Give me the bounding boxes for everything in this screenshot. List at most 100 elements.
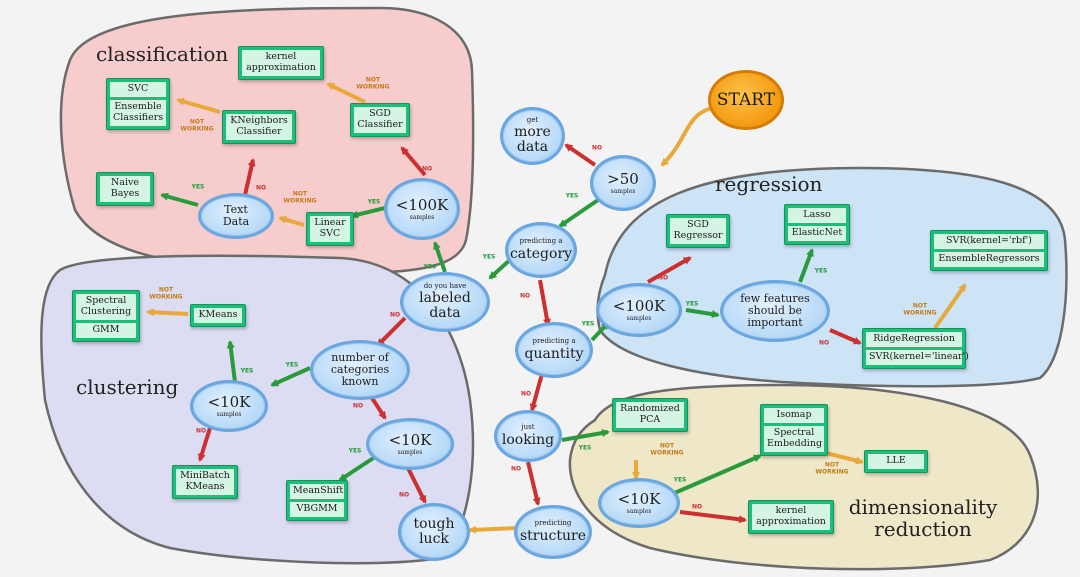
- svr-ensemble-box[interactable]: SVR(kernel='rbf') EnsembleRegressors: [930, 230, 1048, 271]
- minibatch-kmeans-box[interactable]: MiniBatch KMeans: [172, 465, 238, 499]
- cls-lt100k-node: <100K samples: [384, 178, 460, 240]
- quantity-text: quantity: [524, 345, 584, 362]
- predicting-structure-node: predicting structure: [514, 505, 592, 559]
- arrow-category-no-quantity: [538, 279, 551, 327]
- more-data-small: get: [526, 115, 539, 124]
- arrow-clu10kr-yes-meanshift: [338, 453, 380, 482]
- kneighbors-label: KNeighbors Classifier: [226, 114, 292, 140]
- tough-luck-text: tough luck: [413, 515, 455, 547]
- label-dim10k-no: NO: [691, 503, 703, 511]
- cls-lt100k-sub: samples: [409, 214, 435, 221]
- kmeans-box[interactable]: KMeans: [190, 304, 246, 327]
- label-category-no: NO: [519, 292, 531, 300]
- spectral-clustering-label: Spectral Clustering: [76, 294, 136, 320]
- arrow-cls100k-yes-linearsvc: [350, 206, 386, 219]
- label-textdata-yes: YES: [191, 183, 205, 191]
- arrow-start-to-gt50: [660, 106, 713, 167]
- isomap-label: Isomap: [764, 408, 824, 423]
- arrow-linearsvc-nw-textdata: [278, 215, 305, 227]
- kmeans-label: KMeans: [194, 308, 242, 323]
- label-labeled-yes: YES: [423, 263, 437, 271]
- classification-title: classification: [96, 42, 229, 66]
- clu-lt10k-right-node: <10K samples: [366, 418, 454, 470]
- dimred-title: dimensionality reduction: [848, 495, 998, 541]
- looking-text: looking: [501, 431, 555, 448]
- naive-bayes-label: Naive Bayes: [100, 176, 150, 202]
- arrow-structure-to-toughluck: [468, 525, 519, 534]
- lle-box[interactable]: LLE: [864, 450, 928, 473]
- sgd-regressor-label: SGD Regressor: [670, 218, 726, 244]
- linear-svc-label: Linear SVC: [310, 216, 350, 242]
- meanshift-label: MeanShift: [290, 484, 344, 499]
- lasso-elasticnet-box[interactable]: Lasso ElasticNet: [784, 204, 850, 245]
- kernel-approx-dim-box[interactable]: kernel approximation: [748, 500, 834, 534]
- spectral-gmm-box[interactable]: Spectral Clustering GMM: [72, 290, 140, 342]
- text-data-text: Text Data: [222, 203, 250, 228]
- arrow-looking-yes-pca: [561, 429, 610, 442]
- arrow-labeled-no-numcat: [376, 316, 407, 347]
- label-quantity-yes: YES: [581, 320, 595, 328]
- label-fewfeat-no: NO: [818, 339, 830, 347]
- sgd-classifier-box[interactable]: SGD Classifier: [350, 103, 410, 137]
- arrow-kneighbors-nw-svc: [176, 97, 221, 114]
- linear-svc-box[interactable]: Linear SVC: [306, 212, 354, 246]
- ensemble-classifiers-label: Ensemble Classifiers: [110, 99, 166, 126]
- arrow-clu10k-yes-kmeans: [226, 340, 237, 383]
- looking-small: just: [521, 423, 535, 432]
- label-reg100k-no: NO: [657, 274, 669, 282]
- clu-lt10k-left-sub: samples: [216, 411, 242, 418]
- dim-lt10k-text: <10K: [617, 489, 661, 508]
- svc-ensemble-box[interactable]: SVC Ensemble Classifiers: [106, 78, 170, 130]
- arrow-ridge-nw-svr: [933, 283, 967, 330]
- arrow-fewfeat-no-ridge: [829, 328, 862, 345]
- clu-lt10k-right-text: <10K: [388, 430, 432, 449]
- gt50-node: >50 samples: [590, 155, 656, 211]
- structure-small: predicting: [534, 519, 572, 528]
- arrow-clu10kr-no-toughluck: [406, 467, 427, 504]
- cls-lt100k-text: <100K: [395, 195, 449, 214]
- isomap-spectral-box[interactable]: Isomap Spectral Embedding: [760, 404, 828, 456]
- label-kneighbors-not-working: NOT WORKING: [180, 118, 214, 132]
- ridge-svr-linear-box[interactable]: RidgeRegression SVR(kernel='linear'): [862, 328, 969, 369]
- lasso-label: Lasso: [788, 208, 846, 223]
- num-categories-text: number of categories known: [330, 351, 390, 388]
- kernel-approx-cls-box[interactable]: kernel approximation: [238, 46, 324, 80]
- clu-lt10k-left-node: <10K samples: [190, 380, 268, 432]
- label-cls100k-yes: YES: [367, 198, 381, 206]
- arrow-dim10k-no-kernel: [679, 510, 747, 524]
- arrow-sgd-nw-kernel: [326, 82, 366, 104]
- label-dim10k-yes: YES: [673, 476, 687, 484]
- gt50-sub: samples: [610, 188, 636, 195]
- label-labeled-no: NO: [389, 311, 401, 319]
- gt50-text: >50: [607, 169, 639, 188]
- arrow-gt50-yes-category: [558, 198, 600, 228]
- ridge-regression-label: RidgeRegression: [866, 332, 962, 347]
- kneighbors-box[interactable]: KNeighbors Classifier: [222, 110, 296, 144]
- naive-bayes-box[interactable]: Naive Bayes: [96, 172, 154, 206]
- arrow-textdata-no-kneighbors: [243, 158, 256, 196]
- sgd-regressor-box[interactable]: SGD Regressor: [666, 214, 730, 248]
- labeled-data-node: do you have labeled data: [400, 272, 490, 332]
- label-linearsvc-not-working: NOT WORKING: [283, 190, 317, 204]
- label-clu10k-yes: YES: [240, 367, 254, 375]
- few-features-text: few features should be important: [740, 292, 810, 329]
- label-textdata-no: NO: [255, 184, 267, 192]
- text-data-node: Text Data: [198, 193, 274, 239]
- kernel-approx-cls-label: kernel approximation: [242, 50, 320, 76]
- category-small: predicting a: [519, 237, 563, 246]
- label-fewfeat-yes: YES: [814, 267, 828, 275]
- randomized-pca-box[interactable]: Randomized PCA: [612, 398, 688, 432]
- reg-lt100k-node: <100K samples: [596, 283, 682, 337]
- tough-luck-node: tough luck: [398, 503, 470, 561]
- dim-lt10k-sub: samples: [626, 508, 652, 515]
- arrow-numcat-no-clu10kr: [370, 396, 387, 420]
- labeled-small: do you have: [423, 281, 467, 290]
- clu-lt10k-left-text: <10K: [207, 392, 251, 411]
- more-data-text: more data: [514, 124, 551, 156]
- regression-title: regression: [715, 172, 823, 196]
- arrow-textdata-yes-naivebayes: [160, 192, 199, 207]
- just-looking-node: just looking: [494, 410, 562, 462]
- svr-rbf-label: SVR(kernel='rbf'): [934, 234, 1044, 249]
- meanshift-vbgmm-box[interactable]: MeanShift VBGMM: [286, 480, 348, 521]
